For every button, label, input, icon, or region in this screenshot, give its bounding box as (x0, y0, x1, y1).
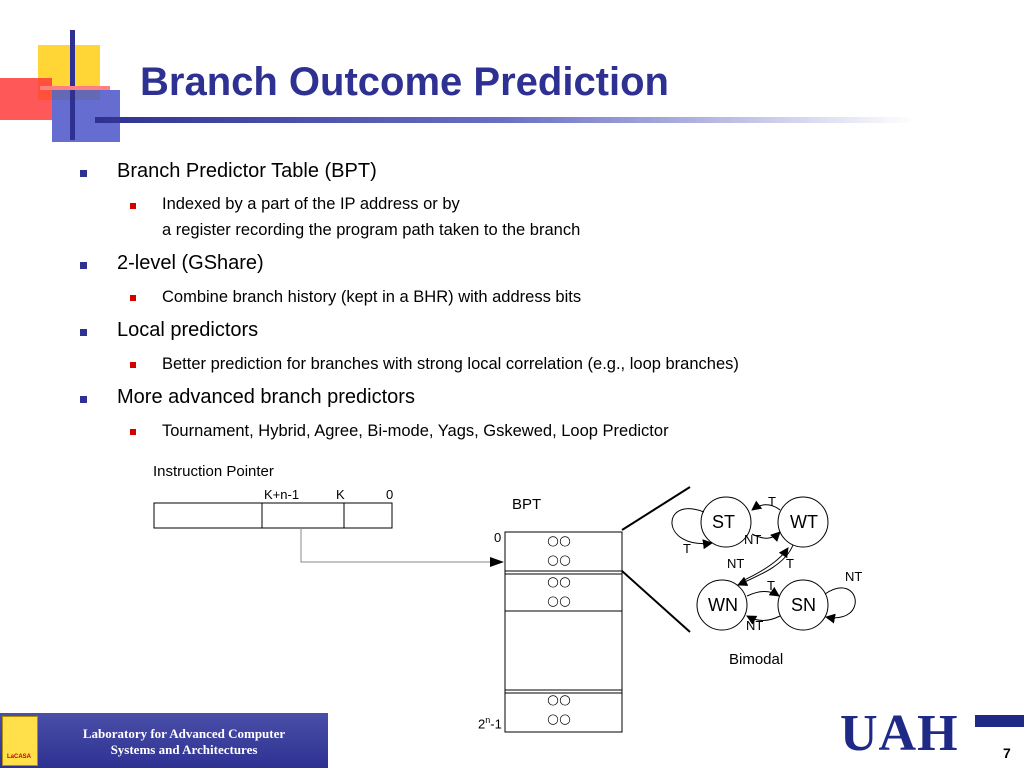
corner-decoration (0, 30, 120, 142)
edge-wt-wn (737, 544, 794, 586)
footer-lab-banner (0, 713, 328, 768)
zoom-line (621, 570, 691, 633)
state-wt (777, 496, 829, 548)
bullet-bpt: Branch Predictor Table (BPT) (117, 160, 377, 182)
state-st (700, 496, 752, 548)
edge-sn-wn (746, 615, 781, 625)
mini-fsm-row1 (547, 577, 571, 607)
edge-label: T (786, 556, 794, 571)
edge-label: NT (727, 556, 745, 571)
edge-sn-self (824, 587, 856, 624)
ip-bit-k: K (336, 487, 345, 502)
sub-bullet-marker (130, 362, 136, 368)
bpt-label: BPT (512, 496, 542, 513)
index-arrowhead (490, 557, 504, 567)
zoom-line (621, 486, 691, 531)
sub-bullet-marker (130, 295, 136, 301)
ip-register (153, 502, 393, 529)
bullet-advanced: More advanced branch predictors (117, 386, 415, 408)
edge-st-wt (751, 531, 781, 542)
sub-bullet-indexed: Indexed by a part of the IP address or b… (162, 195, 460, 213)
edge-label: NT (746, 618, 764, 633)
state-sn (777, 579, 829, 631)
bullet-gshare: 2-level (GShare) (117, 252, 264, 274)
sub-bullet-marker (130, 203, 136, 209)
bpt-row-zero: 0 (494, 530, 502, 545)
state-wt-label: WT (790, 512, 818, 532)
sub-bullet-indexed-cont: a register recording the program path ta… (162, 221, 581, 239)
uah-logo: UAH (840, 705, 959, 762)
edge-wn-wt (739, 547, 789, 583)
bullet-marker (80, 262, 87, 269)
edge-wn-sn (746, 586, 780, 597)
ip-bit-high: K+n-1 (264, 487, 300, 502)
sub-bullet-marker (130, 429, 136, 435)
lacasa-logo (2, 716, 38, 766)
sub-bullet-better: Better prediction for branches with stro… (162, 355, 739, 373)
sub-bullet-combine: Combine branch history (kept in a BHR) w… (162, 288, 582, 306)
state-sn-label: SN (791, 595, 817, 615)
page-title: Branch Outcome Prediction (140, 60, 669, 104)
mini-fsm-row0 (547, 536, 571, 566)
edge-wt-st (751, 500, 781, 511)
bpt-row-last: 2n-1 (478, 715, 502, 732)
edge-label: T (683, 541, 691, 556)
edge-label: NT (744, 532, 762, 547)
state-wn (696, 579, 748, 631)
index-line (300, 528, 496, 563)
edge-label: NT (845, 569, 863, 584)
bimodal-label: Bimodal (729, 651, 784, 668)
lacasa-logo-text: LaCASA (6, 754, 31, 760)
ip-label: Instruction Pointer (153, 463, 274, 480)
edge-label: T (767, 578, 775, 593)
bullet-local: Local predictors (117, 319, 259, 341)
bullet-marker (80, 170, 87, 177)
ip-bit-zero: 0 (386, 487, 394, 502)
page-number: 7 (1003, 745, 1011, 761)
bullet-marker (80, 396, 87, 403)
uah-logo-bar (975, 715, 1024, 727)
sub-bullet-tournament: Tournament, Hybrid, Agree, Bi-mode, Yags… (162, 422, 669, 440)
state-st-label: ST (712, 512, 736, 532)
mini-fsm-rowlast (547, 695, 571, 725)
state-wn-label: WN (708, 595, 738, 615)
title-rule (95, 117, 915, 123)
bullet-marker (80, 329, 87, 336)
edge-label: T (768, 494, 776, 509)
edge-st-self (671, 508, 713, 550)
footer-lab-name: Laboratory for Advanced Computer Systems… (82, 726, 286, 757)
